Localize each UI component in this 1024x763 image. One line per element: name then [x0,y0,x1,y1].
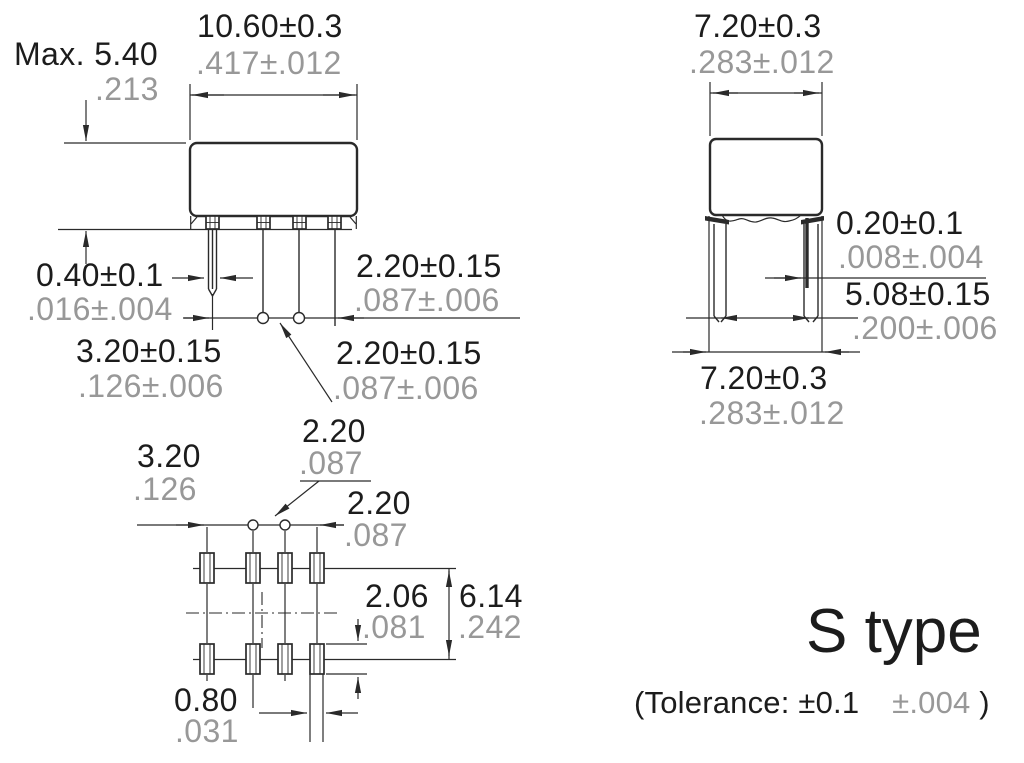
bottom-row-span-in-label: .242 [458,609,522,645]
front-height-in-label: .213 [95,71,159,107]
side-width-top-mm-label: 7.20±0.3 [694,8,822,44]
bottom-pitch-center-in-label: .087 [299,445,363,481]
pad3-center-mark [279,519,291,531]
pad-pitch-leader [274,480,320,517]
front-pitch-center-in-label: .087±.006 [333,370,479,406]
side-right-foot [801,216,824,225]
bottom-pitch-right-in-label: .087 [344,517,408,553]
front-pin-width-mm-label: 0.40±0.1 [36,257,164,293]
tolerance-inch: ±.004 [892,685,970,720]
bottom-pitch-right-mm-label: 2.20 [347,485,411,521]
bottom-pad-width-mm-label: 0.80 [174,682,238,718]
front-pins [207,230,336,326]
front-pitch-center-mm-label: 2.20±0.15 [336,335,482,371]
side-width-top-in-label: .283±.012 [689,44,835,80]
front-pitch-right-mm-label: 2.20±0.15 [356,248,502,284]
bottom-pitch-outer-mm-label: 3.20 [137,438,201,474]
bottom-row-span-mm-label: 6.14 [459,578,523,614]
pin2-center-mark [256,311,270,325]
tolerance-prefix: (Tolerance: ±0.1 [634,685,859,720]
front-pin-tabs [205,215,342,230]
tolerance-note: (Tolerance: ±0.1 ±.004 ) [634,685,990,720]
inch-labels: .213 .417±.012 .016±.004 .126±.006 .087±… [27,44,998,749]
front-pin-width-in-label: .016±.004 [27,291,173,327]
front-pitch-outer-in-label: .126±.006 [78,368,224,404]
side-row-pitch-mm-label: 5.08±0.15 [845,276,991,312]
side-pin-thickness-mm-label: 0.20±0.1 [836,205,964,241]
side-bottom-notch [721,214,802,223]
bottom-pad-length-mm-label: 2.06 [365,578,429,614]
front-width-in-label: .417±.012 [196,45,342,81]
side-pins [713,218,819,323]
metric-labels: Max. 5.40 10.60±0.3 0.40±0.1 3.20±0.15 2… [14,8,991,720]
bottom-pads [199,552,325,675]
side-pin-thickness-in-label: .008±.004 [838,239,984,275]
bottom-pad-length-in-label: .081 [362,609,426,645]
side-left-foot [705,216,729,225]
side-row-pitch-in-label: .200±.006 [852,310,998,346]
front-height-mm-label: Max. 5.40 [14,36,158,72]
side-body-outline [708,137,824,217]
bottom-view [137,480,456,742]
bottom-pitch-center-mm-label: 2.20 [302,413,366,449]
pad2-center-mark [247,519,259,531]
tolerance-suffix: ) [979,685,990,720]
front-pitch-right-in-label: .087±.006 [354,282,500,318]
front-view [58,84,520,403]
pin3-center-mark [292,311,306,325]
side-width-bottom-in-label: .283±.012 [699,395,845,431]
bottom-pad-width-in-label: .031 [175,713,239,749]
bottom-pitch-outer-in-label: .126 [133,471,197,507]
front-pitch-outer-mm-label: 3.20±0.15 [76,333,222,369]
front-width-mm-label: 10.60±0.3 [197,8,343,44]
front-body-outline [188,141,359,218]
center-pitch-leader [279,322,333,403]
side-view [672,82,986,356]
type-title: S type [806,597,982,666]
side-width-bottom-mm-label: 7.20±0.3 [700,360,828,396]
